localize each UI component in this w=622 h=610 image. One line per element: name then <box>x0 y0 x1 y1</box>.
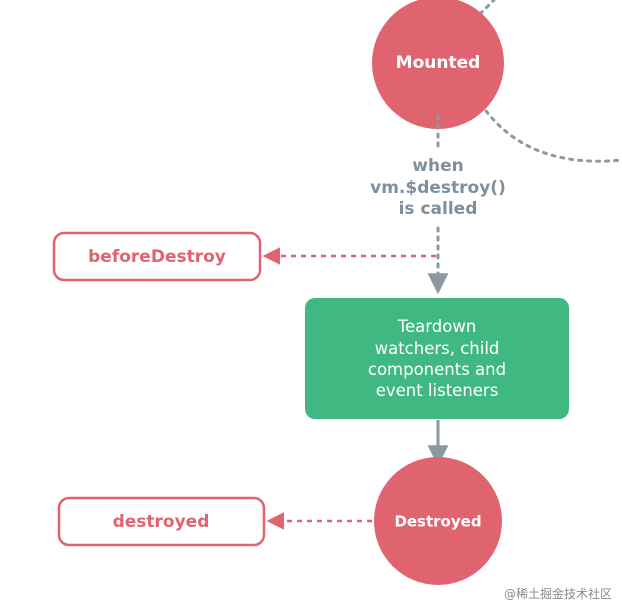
teardown-line-1: Teardown <box>397 317 477 336</box>
destroyed-hook: destroyed <box>57 496 266 547</box>
condition-line-2: vm.$destroy() <box>370 178 506 198</box>
update-loop-arc-top <box>478 0 496 16</box>
teardown-line-4: event listeners <box>376 381 499 400</box>
mounted-node: Mounted <box>372 0 504 129</box>
teardown-line-3: components and <box>368 360 506 379</box>
destroy-condition: when vm.$destroy() is called <box>370 156 506 219</box>
destroyed-hook-label: destroyed <box>113 512 210 532</box>
condition-line-1: when <box>412 156 463 176</box>
watermark-text: @稀土掘金技术社区 <box>504 586 612 601</box>
teardown-node: Teardown watchers, child components and … <box>305 298 569 419</box>
update-loop-arc <box>474 94 622 163</box>
teardown-line-2: watchers, child <box>375 339 500 358</box>
before-destroy-hook: beforeDestroy <box>52 231 262 282</box>
mounted-label: Mounted <box>396 53 481 73</box>
before-destroy-label: beforeDestroy <box>88 247 226 267</box>
condition-line-3: is called <box>399 199 478 219</box>
destroyed-node: Destroyed <box>374 457 502 585</box>
destroyed-node-label: Destroyed <box>394 513 481 531</box>
